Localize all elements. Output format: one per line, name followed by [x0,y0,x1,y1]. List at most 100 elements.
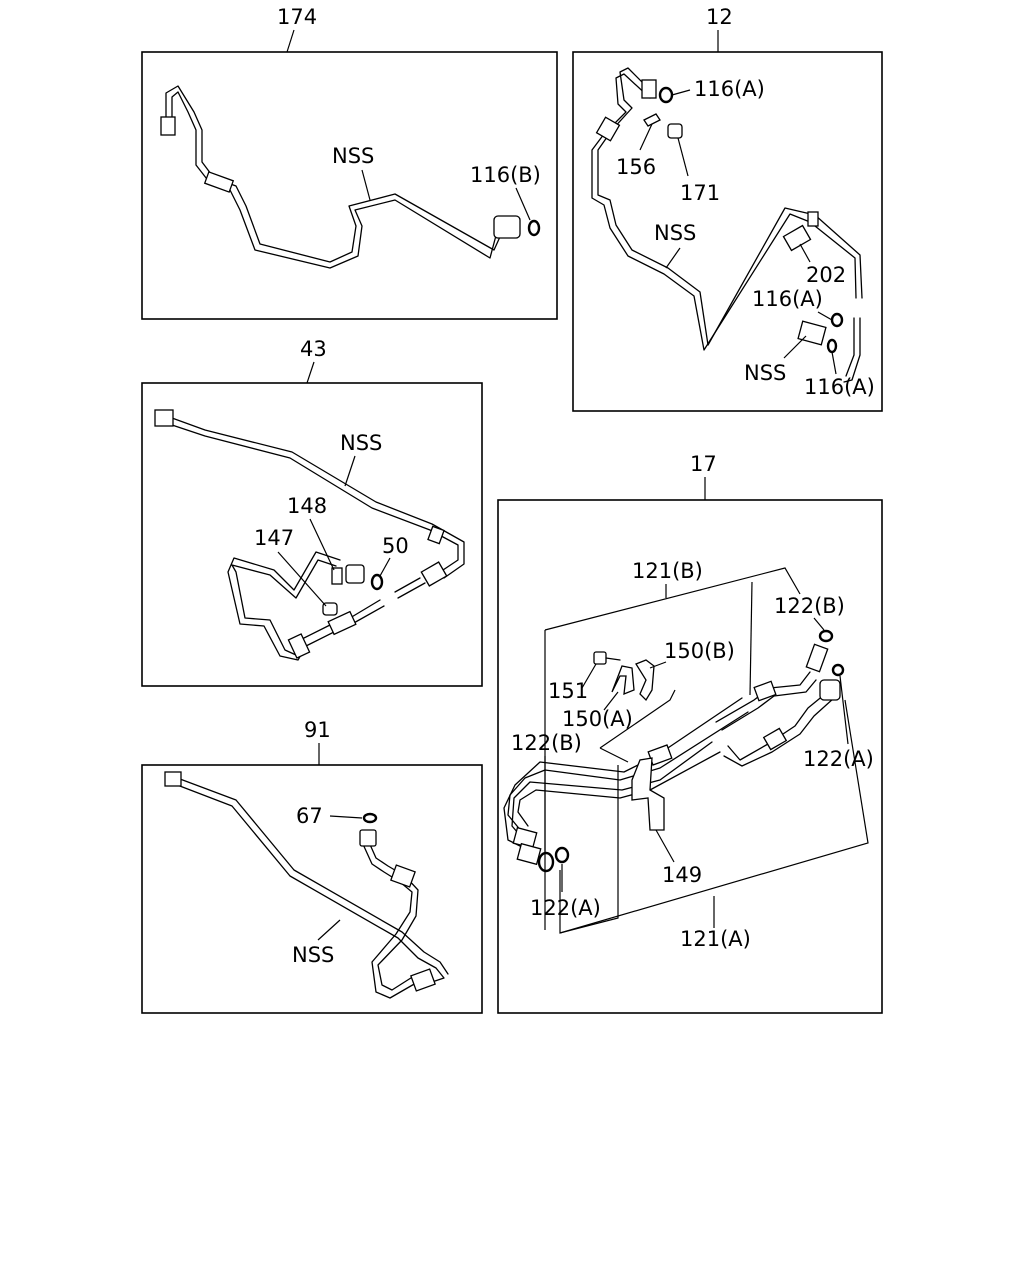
panel-91: 91 67 NSS [141,718,483,1014]
pipe-sleeve-icon [420,561,448,587]
panel-17-number: 17 [690,452,717,476]
oring-122b-top-icon [818,629,834,643]
group-121a-outline [559,699,869,934]
clamp-150a-icon [611,665,635,696]
panel-91-nss-label: NSS [292,943,334,967]
bolt-151-shank [605,657,621,661]
panel-43-leader [306,361,315,384]
panel-17-oring-a-bottom-label: 122(A) [530,896,601,920]
panel-17-clamp-b-leader [649,661,667,669]
panel-17-bolt-leader [581,663,597,689]
panel-12-oring-mid-label: 116(A) [752,287,823,311]
panel-12-pipe [591,67,863,383]
pipe-sleeve-icon [203,171,235,193]
pipe-fitting-icon [345,564,365,584]
panel-17-clamp-a-label: 150(A) [562,707,633,731]
oring-122b-left-icon [537,851,555,873]
panel-43-part50-leader [379,557,391,577]
panel-174-oring-leader [515,187,531,221]
pipe-nut-icon [287,633,311,659]
panel-174-number: 174 [277,5,317,29]
panel-17-oring-b-left-label: 122(B) [511,731,582,755]
panel-91-part67-label: 67 [296,804,323,828]
panel-174-nss-label: NSS [332,144,374,168]
oring-116b-icon [527,219,541,237]
panel-12-oring-bottom-label: 116(A) [804,375,875,399]
panel-17-oring-a-right-leader [839,675,849,745]
pipe-sleeve-icon [327,610,357,636]
nss-block-icon [797,320,827,346]
panel-17-clamp-b-label: 150(B) [664,639,735,663]
pipe-sleeve-icon [410,968,436,992]
oring-116a-top-icon [658,86,674,104]
panel-91-part67-leader [329,815,363,819]
panel-43-part147-label: 147 [254,526,294,550]
panel-174-oring-label: 116(B) [470,163,541,187]
panel-91-nss-leader [317,919,341,941]
panel-17-oring-b-top-label: 122(B) [774,594,845,618]
panel-12-switch-label: 202 [806,263,846,287]
panel-12: 12 116(A) 156 171 NSS 202 116(A) [572,5,883,412]
washer-67-icon [362,812,378,824]
panel-12-nss-block-leader [783,335,807,359]
bracket-149-icon [631,757,665,831]
oring-116a-mid-icon [830,312,844,328]
panel-12-frame [572,51,883,412]
panel-174-pipe [160,85,521,269]
panel-12-fitting-label: 156 [616,155,656,179]
group-121b-outline [544,567,801,631]
pipe-sleeve-icon [427,525,445,545]
panel-17-bolt-label: 151 [548,679,588,703]
oring-122a-bottom-icon [554,846,570,864]
group-121b-divider [749,581,753,696]
group-121b-inner [559,765,619,934]
panel-12-fitting-leader [639,123,653,151]
panel-43-nss-label: NSS [340,431,382,455]
panel-17-bracket-leader [655,829,675,863]
panel-12-nss-pipe-leader [665,247,681,269]
fitting-148-icon [331,567,343,585]
panel-12-switch-leader [799,243,811,263]
pipe-fitting-icon [819,679,841,701]
fitting-156-icon [643,113,661,127]
pipe-sleeve-icon [753,680,777,702]
panel-12-oring-mid-leader [817,311,833,321]
pipe-nut-icon [516,842,542,866]
panel-174: 174 NSS 116(B) [141,5,558,320]
clamp-150b-icon [635,659,655,702]
panel-43-nss-leader [344,455,356,487]
panel-17-clamp-a-leader [603,691,619,711]
panel-43: 43 NSS 148 147 50 [141,337,483,687]
panel-12-oring-top-label: 116(A) [694,77,765,101]
panel-174-nss-leader [361,169,371,201]
panel-12-oring-bottom-leader [831,351,837,375]
panel-12-number: 12 [706,5,733,29]
oring-116a-bottom-icon [826,338,838,354]
oring-122a-right-icon [831,663,845,677]
panel-12-nss-pipe-label: NSS [654,221,696,245]
pipe-nut-icon [160,116,176,136]
panel-17-pipe-a-label: 121(A) [680,927,751,951]
pipe-sleeve-icon [390,864,416,888]
panel-43-number: 43 [300,337,327,361]
panel-17-bracket-label: 149 [662,863,702,887]
group-clamp-outline [599,689,676,763]
panel-43-pipe [154,409,465,661]
panel-43-part147-leader [277,551,327,607]
panel-43-part50-label: 50 [382,534,409,558]
bolt-151-icon [593,651,607,665]
panel-43-frame [141,382,483,687]
pipe-sleeve-icon [762,727,788,751]
pipe-nut-icon [595,116,621,142]
panel-12-nss-block-label: NSS [744,361,786,385]
panel-91-pipe [164,771,449,999]
panel-17-oring-a-right-label: 122(A) [803,747,874,771]
pipe-nut-icon [805,643,829,673]
panel-43-part148-leader [309,518,335,571]
panel-17-frame [497,499,883,1014]
oring-50-icon [370,573,384,591]
pipe-sleeve-icon [807,211,819,227]
switch-202-icon [782,224,812,252]
panel-174-leader [286,29,295,53]
cap-171-icon [667,123,683,139]
